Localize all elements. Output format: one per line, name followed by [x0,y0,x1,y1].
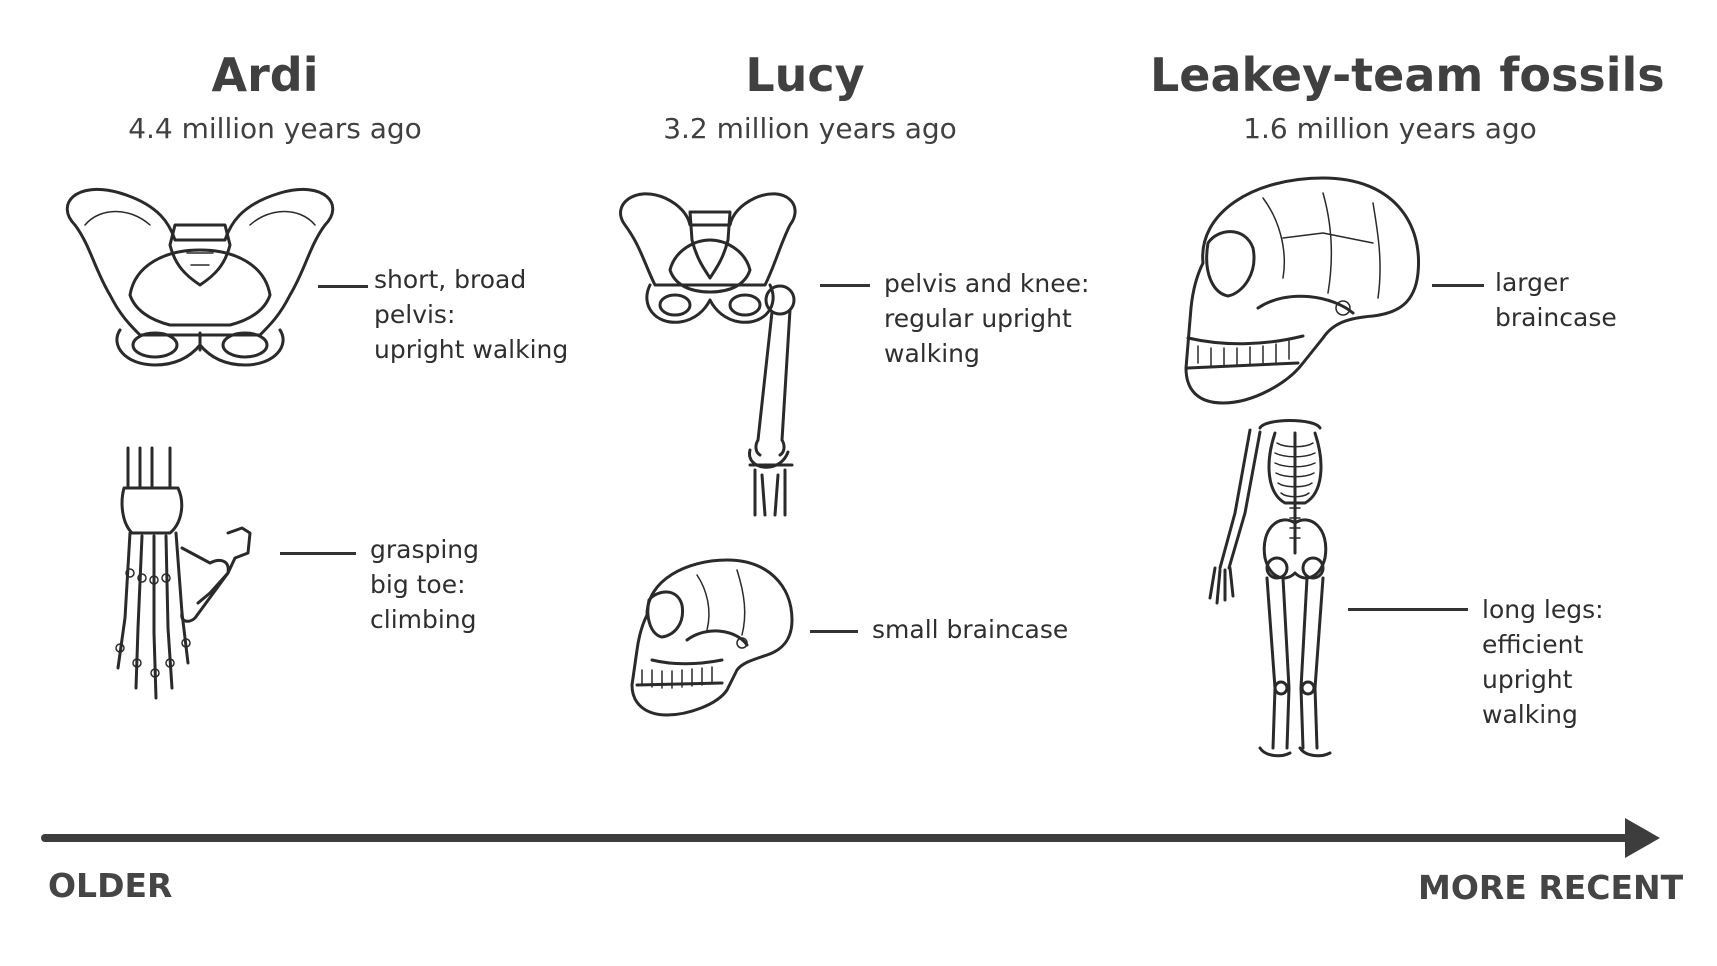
ardi-pelvis-note: short, broad pelvis: upright walking [374,265,569,364]
leakey-title: Leakey-team fossils [1150,48,1665,102]
foot-icon [115,446,252,700]
pelvis-femur-icon [619,192,797,517]
skeleton-icon [1208,419,1332,758]
ardi-title: Ardi [211,48,319,102]
ardi-foot-note: grasping big toe: climbing [370,535,480,634]
leakey-legs-note: long legs: efficient upright walking [1482,595,1604,729]
lucy-title: Lucy [745,48,865,102]
leakey-skull-note: larger braincase [1495,268,1617,332]
lucy-skull-note: small braincase [872,615,1069,644]
leakey-skull-leader [1432,284,1484,287]
ardi-pelvis-leader [318,285,368,288]
pelvis-icon [65,187,335,367]
lucy-date: 3.2 million years ago [663,112,957,145]
ardi-date: 4.4 million years ago [128,112,422,145]
lucy-skull-leader [810,630,858,633]
older-label: OLDER [48,866,173,905]
leakey-legs-leader [1348,608,1468,611]
lucy-pelvis-note: pelvis and knee: regular upright walking [884,269,1090,368]
leakey-date: 1.6 million years ago [1243,112,1537,145]
large-skull-icon [1184,176,1421,405]
small-skull-icon [630,558,794,717]
lucy-pelvis-leader [820,284,870,287]
ardi-foot-leader [280,552,356,555]
more-recent-label: MORE RECENT [1418,868,1684,907]
